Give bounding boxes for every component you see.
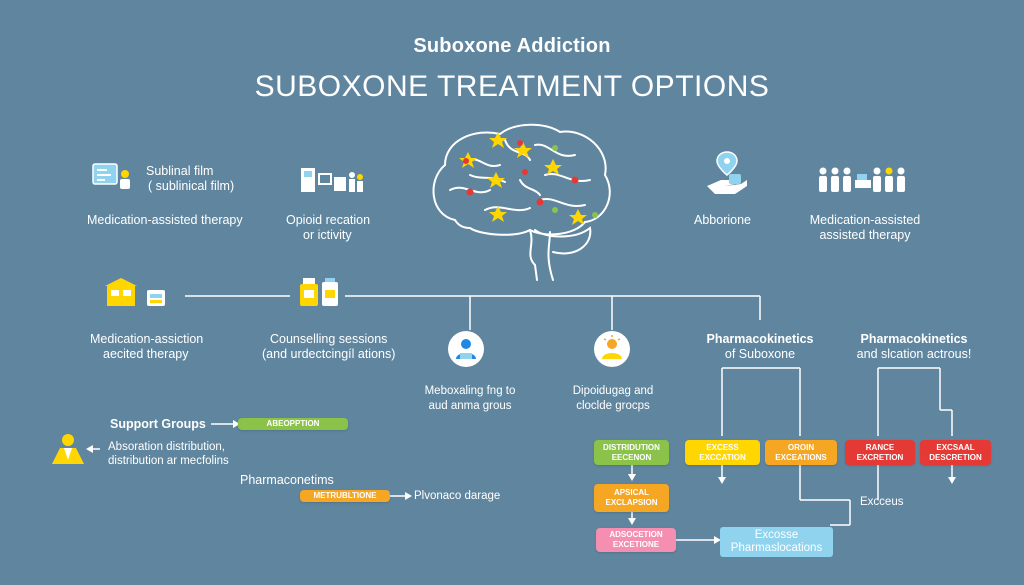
mat-assiction-label-2: aecited therapy [103, 347, 189, 361]
sublingual-label-2: ( sublinical film) [148, 179, 235, 193]
pill-abeoption: ABEOPPTION [238, 418, 348, 430]
meboxaling-label-2: aud anma grous [428, 400, 512, 412]
page-subtitle: SUBOXONE TREATMENT OPTIONS [254, 70, 770, 103]
person-speaker-icon [52, 434, 84, 464]
meboxaling-label-1: Meboxaling fng to [424, 385, 516, 397]
absorption-label-2: distribution ar mecfolins [108, 455, 229, 467]
pk-left-label-1: Pharmacokinetics [706, 332, 814, 346]
support-groups-label: Support Groups [110, 417, 206, 431]
dipoidugag-label-1: Dipoidugag and [572, 385, 654, 397]
person-circle-icon [448, 331, 484, 367]
plvonaco-label: Plvonaco darage [414, 490, 501, 502]
mat-right-label-1: Medication-assisted [809, 213, 921, 227]
opioid-label-2: or ictivity [303, 228, 352, 242]
medicine-bottles-icon [300, 278, 338, 306]
pill-metrubltione: METRUBLTIONE [300, 490, 390, 502]
sublingual-film-icon [92, 163, 130, 189]
pharmacometims-label: Pharmaconetims [240, 473, 334, 487]
excosse-label-2: Pharmaslocations [730, 542, 823, 554]
pk-right-label-2: and slcation actrous! [856, 347, 972, 361]
absorption-label-1: Absoration distribution, [108, 441, 225, 453]
group-therapy-icon [819, 167, 905, 192]
counseling-label-1: Counselling sessions [270, 332, 388, 346]
opioid-label-1: Opioid recation [286, 213, 371, 227]
excceus-label: Excceus [860, 496, 904, 508]
person-gold-circle-icon [594, 331, 630, 367]
pk-right-label-1: Pharmacokinetics [860, 332, 968, 346]
pk-left-label-2: of Suboxone [724, 347, 796, 361]
counseling-label-2: (and urdectcingíl ations) [262, 347, 396, 361]
mat-assiction-label-1: Medication-assiction [90, 332, 204, 346]
sublingual-label-1: Sublinal film [146, 164, 214, 178]
excosse-box [720, 527, 833, 557]
mat-left-label: Medication-assisted therapy [87, 213, 243, 227]
pharmacy-icon [105, 278, 165, 306]
abborione-label: Abborione [694, 213, 751, 227]
dipoidugag-label-2: cloclde grocps [576, 400, 650, 412]
clinic-icon [301, 168, 363, 192]
mat-right-label-2: assisted therapy [819, 228, 911, 242]
excosse-label-1: Excosse [754, 529, 799, 541]
brain-icon [432, 123, 611, 281]
page-title: Suboxone Addiction [413, 35, 611, 57]
hand-pin-icon [707, 151, 747, 194]
